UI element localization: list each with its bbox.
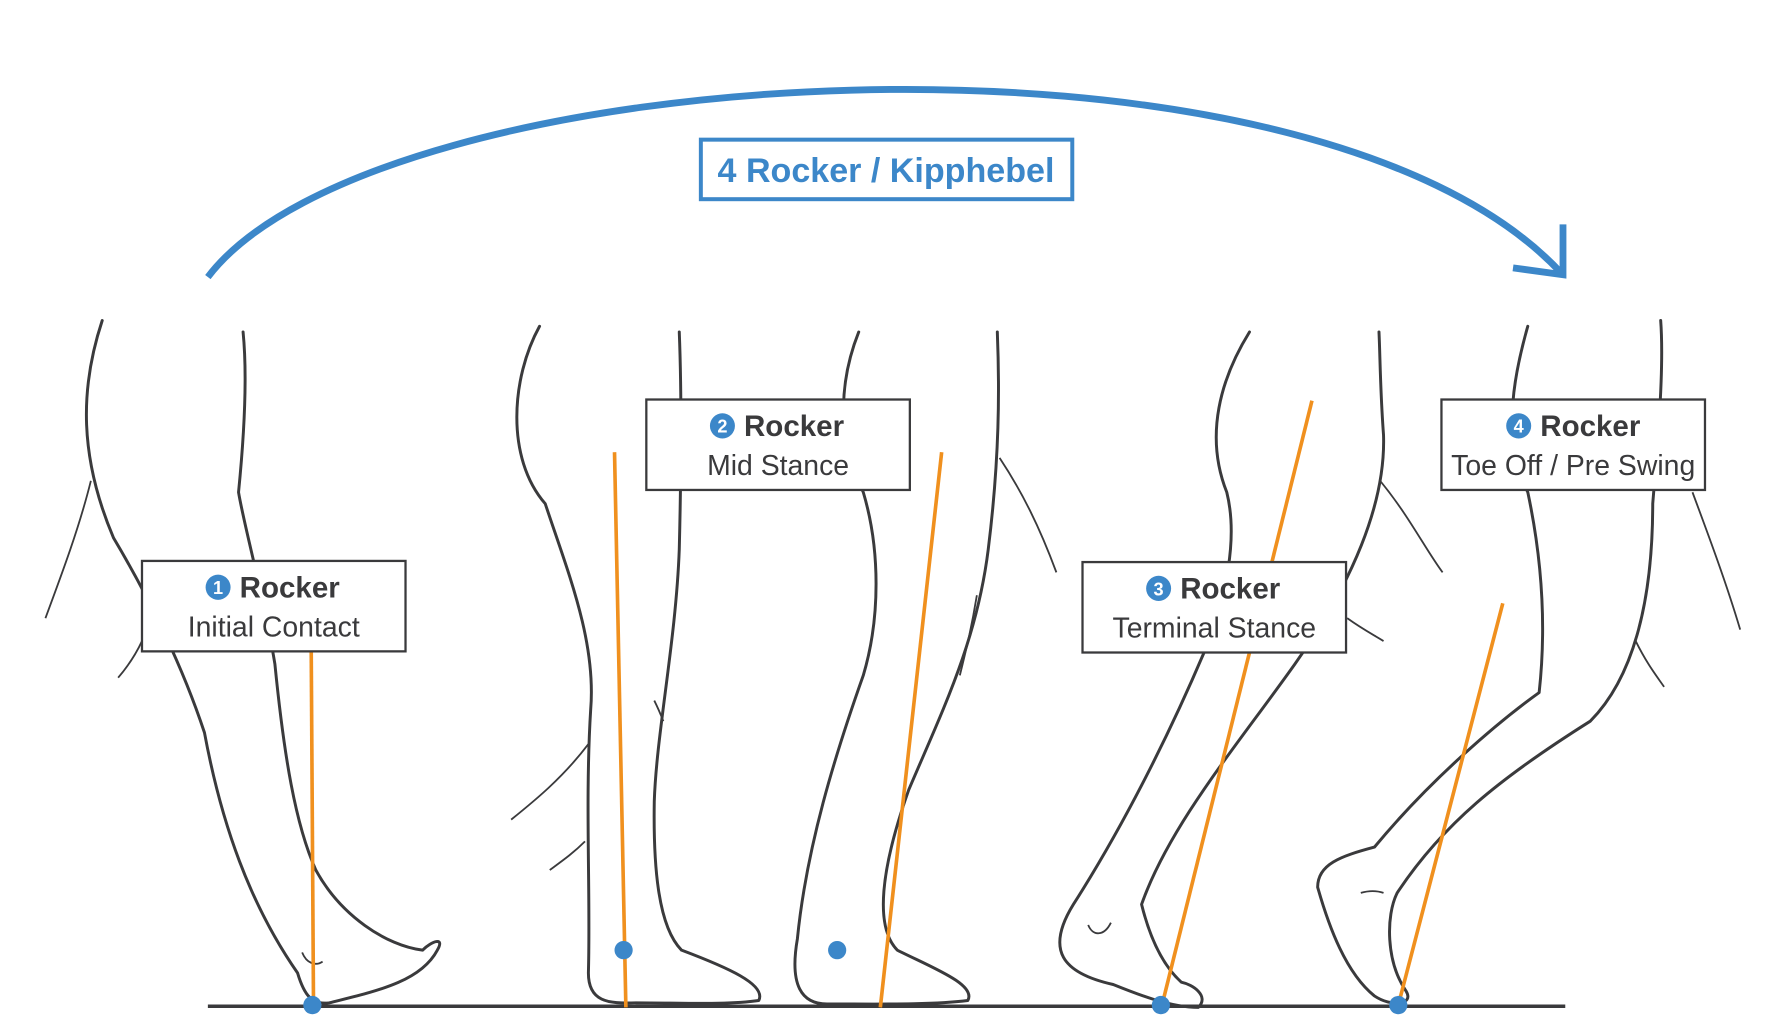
svg-text:3: 3 bbox=[1154, 578, 1164, 599]
svg-text:Rocker: Rocker bbox=[744, 410, 845, 443]
leg-mid-stance-left bbox=[510, 324, 762, 1005]
rocker-4-label: 4 Rocker Toe Off / Pre Swing bbox=[1440, 398, 1707, 492]
svg-text:Rocker: Rocker bbox=[240, 571, 341, 604]
rocker-2-label: 2 Rocker Mid Stance bbox=[645, 398, 911, 492]
axis-line-2a bbox=[612, 452, 628, 1008]
svg-text:Rocker: Rocker bbox=[1180, 573, 1281, 606]
svg-text:4: 4 bbox=[1514, 416, 1525, 437]
svg-text:1: 1 bbox=[213, 577, 223, 598]
axis-line-3 bbox=[1160, 400, 1314, 1006]
pivot-dot-heel bbox=[303, 995, 322, 1015]
svg-text:Rocker: Rocker bbox=[1540, 410, 1641, 443]
leg-mid-stance-right bbox=[793, 330, 1058, 1006]
axis-line-2b bbox=[878, 451, 944, 1008]
rocker-1-label: 1 Rocker Initial Contact bbox=[140, 559, 407, 653]
progression-arc-arrow bbox=[205, 86, 1564, 280]
axis-line-1 bbox=[309, 652, 316, 1006]
svg-text:Mid Stance: Mid Stance bbox=[707, 450, 849, 482]
leg-initial-contact bbox=[44, 319, 442, 1005]
axis-line-4 bbox=[1396, 602, 1505, 1006]
leg-toe-off bbox=[1316, 319, 1742, 1005]
svg-text:Initial Contact: Initial Contact bbox=[188, 611, 360, 643]
arrow-head bbox=[1512, 224, 1567, 279]
rocker-3-label: 3 Rocker Terminal Stance bbox=[1081, 560, 1348, 654]
svg-text:Toe Off / Pre Swing: Toe Off / Pre Swing bbox=[1451, 450, 1695, 482]
pivot-dot-forefoot bbox=[1151, 995, 1170, 1015]
pivot-dot-ankle bbox=[614, 940, 633, 960]
pivot-dot-toe bbox=[1389, 995, 1408, 1015]
svg-text:Terminal Stance: Terminal Stance bbox=[1112, 613, 1316, 645]
title-box: 4 Rocker / Kipphebel bbox=[698, 137, 1075, 202]
pivot-dot-ankle-2 bbox=[828, 940, 847, 960]
leg-terminal-stance bbox=[1058, 330, 1444, 1009]
svg-text:2: 2 bbox=[717, 416, 727, 437]
title-text: 4 Rocker / Kipphebel bbox=[718, 152, 1055, 190]
